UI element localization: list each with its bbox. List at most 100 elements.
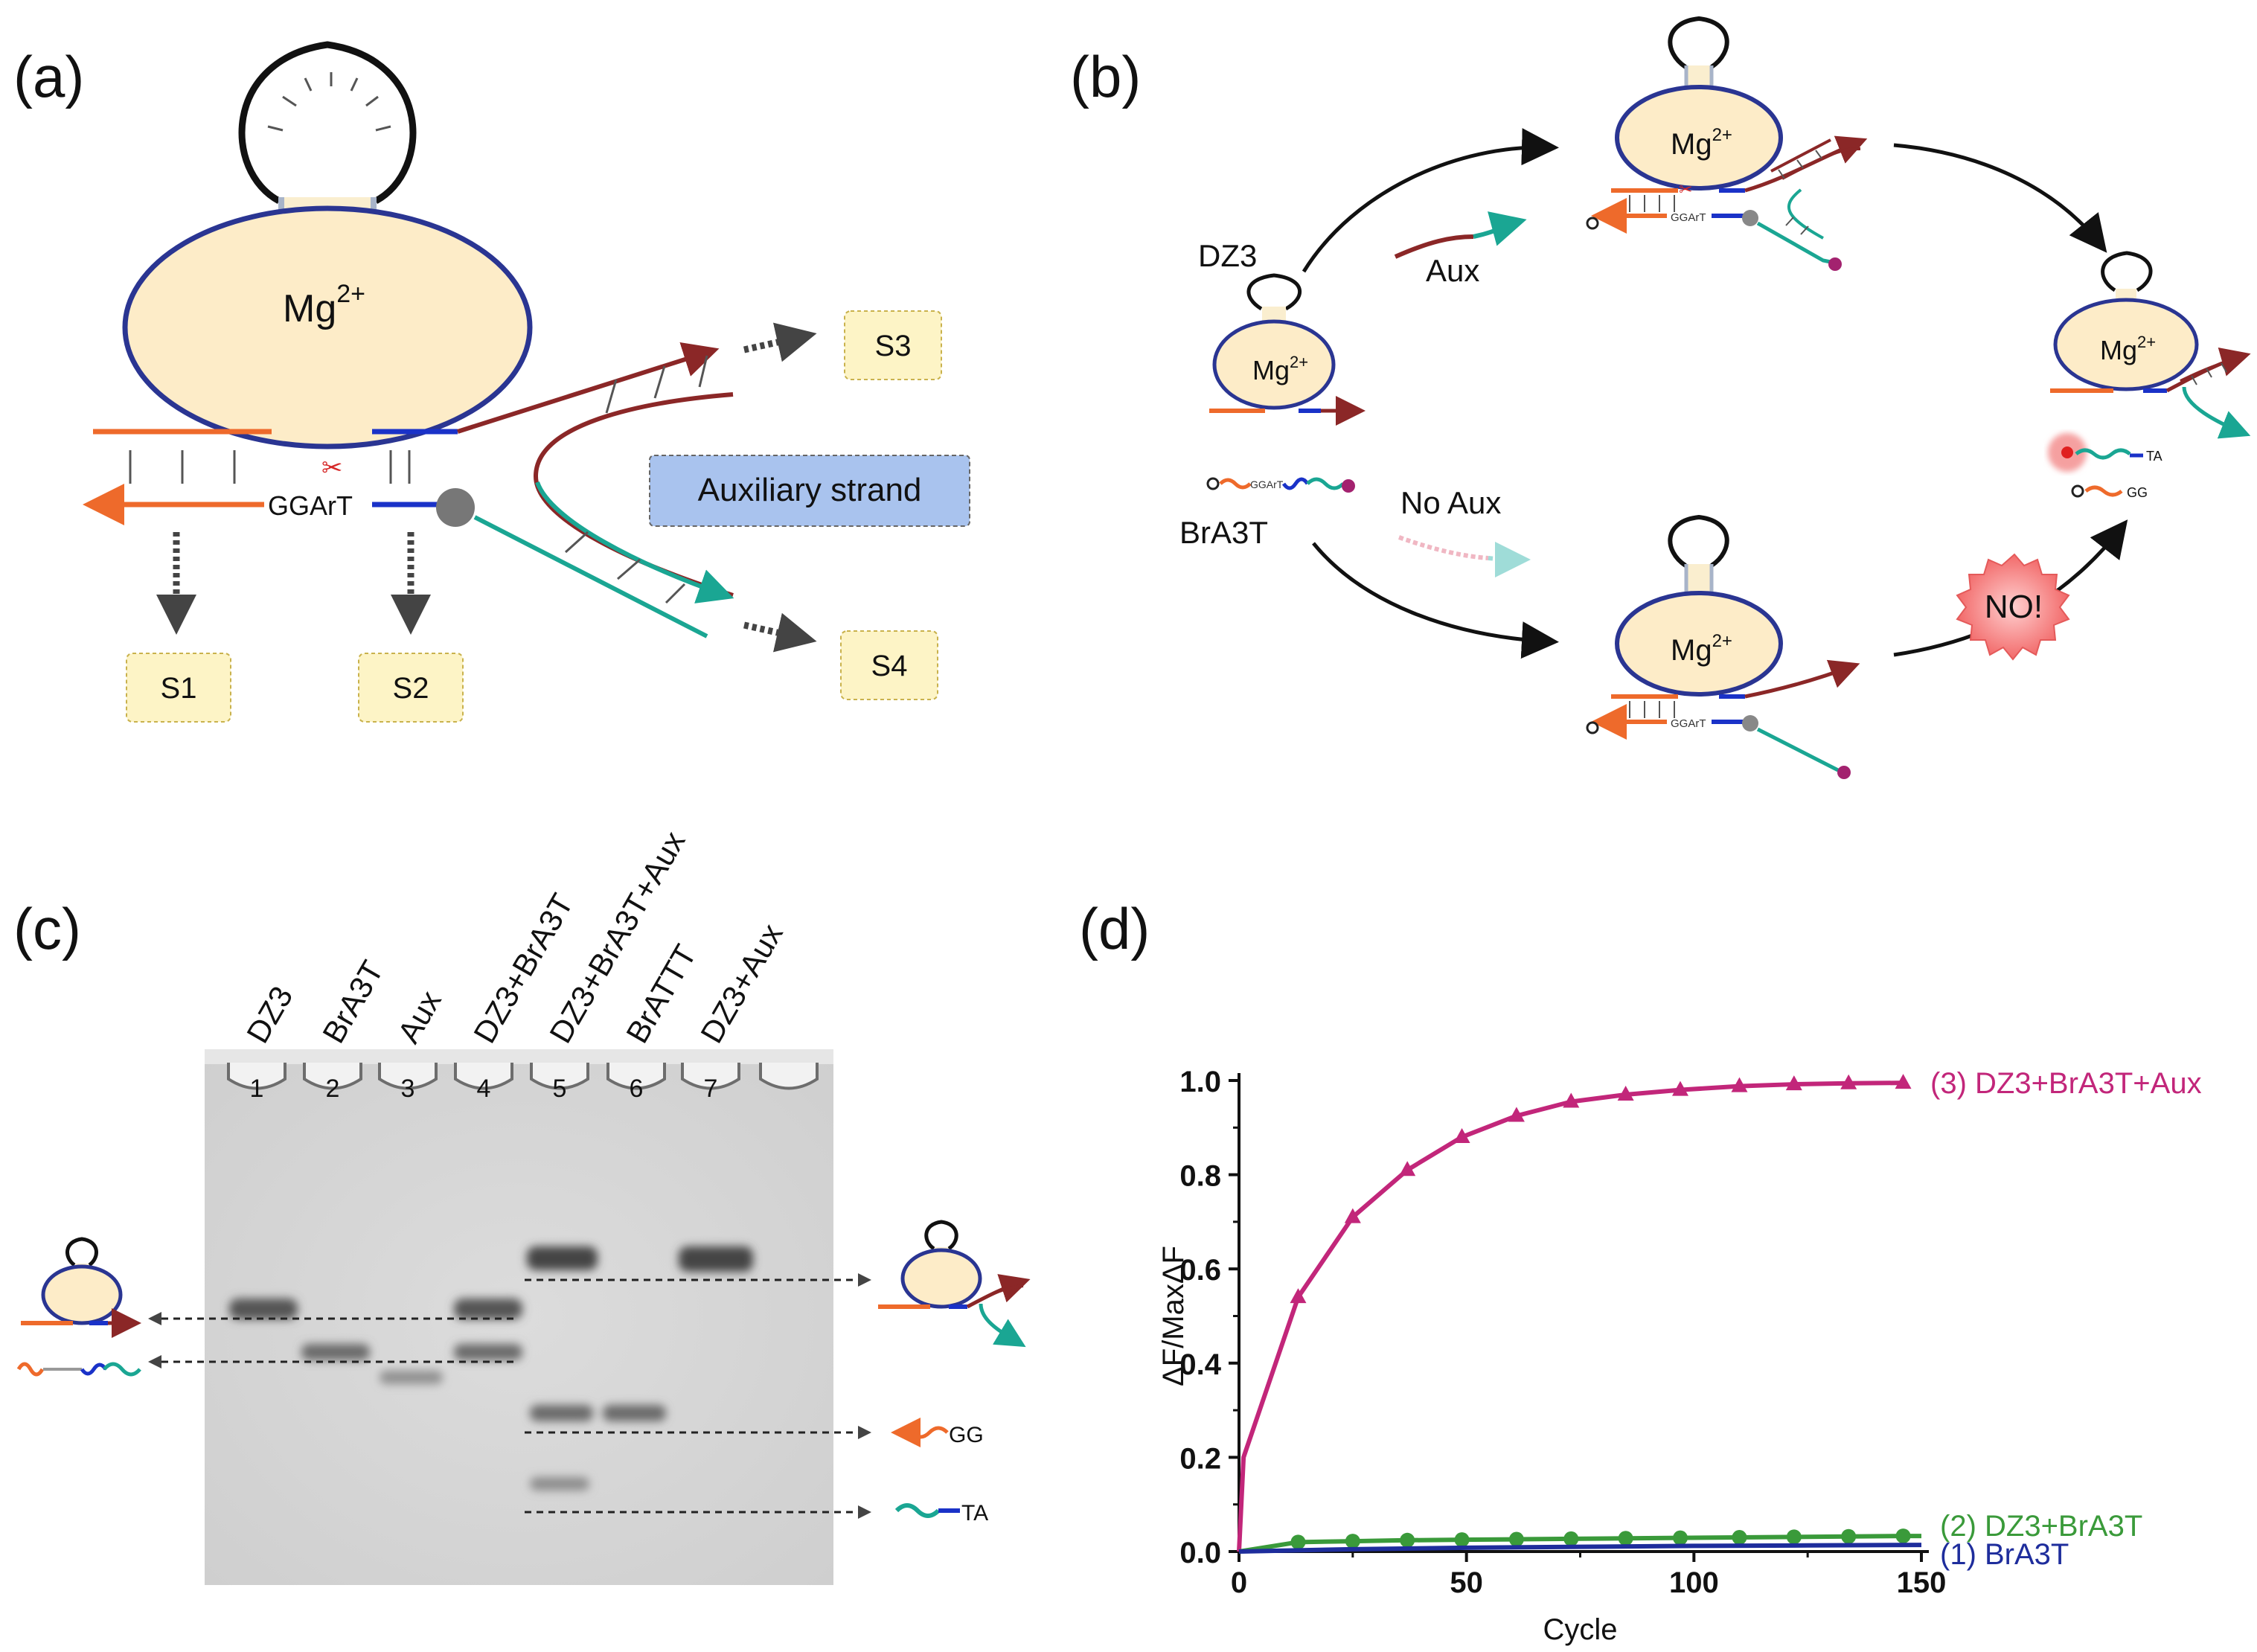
lane-label: DZ3+BrA3T+Aux (542, 825, 692, 1048)
panel-a-label: (a) (13, 44, 84, 109)
substrate-junction (436, 488, 475, 527)
bra3t-substrate: GGArT (1206, 477, 1355, 493)
lane-label: BrA3T (316, 955, 390, 1049)
data-point (1732, 1530, 1747, 1546)
aux-label-b: Aux (1426, 253, 1479, 288)
data-point (1672, 1530, 1688, 1546)
panel-a: (a) Mg2+ GGArT ✂ (13, 41, 970, 723)
data-point (1731, 1077, 1748, 1092)
data-point (1290, 1534, 1306, 1550)
gel-wells (227, 1063, 819, 1090)
x-tick-label: 100 (1669, 1566, 1719, 1599)
no-aux-complex: Mg2+ GGArT (1586, 514, 1860, 779)
gel-well (606, 1063, 666, 1090)
svg-text:GGArT: GGArT (1671, 717, 1706, 730)
panel-b: (b) Mg2+ DZ3 GGArT BrA3T (1070, 16, 2251, 779)
data-point (1345, 1534, 1360, 1549)
lane-label: Aux (391, 985, 448, 1048)
s1-label: S1 (161, 672, 197, 705)
svg-text:GGArT: GGArT (1671, 211, 1706, 224)
s2-label: S2 (393, 672, 429, 705)
data-point (1344, 1208, 1361, 1223)
gel-well (530, 1063, 589, 1090)
svg-text:✂: ✂ (1679, 180, 1692, 199)
band-indicators (148, 1273, 871, 1519)
gel-gg-fragment-icon: GG (891, 1418, 984, 1447)
data-point (1508, 1531, 1524, 1547)
y-tick-label: 0.0 (1179, 1537, 1221, 1569)
gel-well (378, 1063, 438, 1090)
auxiliary-strand-box (649, 455, 970, 527)
arrow-to-noaux-state (1312, 542, 1559, 659)
svg-text:Mg2+: Mg2+ (1252, 353, 1308, 385)
series-label: (3) DZ3+BrA3T+Aux (1930, 1067, 2202, 1100)
svg-text:Mg2+: Mg2+ (1671, 631, 1732, 667)
y-tick-label: 0.8 (1179, 1160, 1221, 1193)
lane-number: 4 (477, 1075, 491, 1103)
s3-box (844, 310, 942, 380)
s3-label: S3 (875, 330, 912, 362)
x-tick-label: 0 (1231, 1566, 1247, 1599)
y-axis-label: ΔF/MaxΔF (1157, 1246, 1190, 1386)
gel-well (303, 1063, 362, 1090)
y-tick-label: 0.2 (1179, 1442, 1221, 1475)
aux-bound-complex: Mg2+ GGArT ✂ (1586, 16, 1868, 271)
gel-complex-icon (878, 1220, 1031, 1348)
panel-d-label: (d) (1079, 896, 1150, 961)
panel-b-label: (b) (1070, 44, 1141, 109)
lane-label: DZ3 (240, 980, 299, 1048)
series-label: (2) DZ3+BrA3T (1940, 1510, 2142, 1543)
aux-teal-strand (535, 481, 734, 604)
series-line (1238, 1534, 1921, 1554)
series-line (1237, 1080, 1904, 1552)
dz3-label: DZ3 (1198, 238, 1257, 273)
data-point (1399, 1161, 1416, 1176)
gel-dz3-icon (21, 1237, 141, 1338)
ticks-a-left (129, 450, 411, 484)
data-point (1841, 1528, 1857, 1544)
cleaved-fluor-fragment: TA (2048, 433, 2162, 472)
s4-box (840, 630, 938, 700)
svg-text:TA: TA (961, 1501, 988, 1525)
series-label: (1) BrA3T (1940, 1538, 2069, 1571)
gel-well (681, 1063, 740, 1090)
noaux-label: No Aux (1400, 485, 1501, 520)
arrow-to-aux-state (1302, 128, 1559, 273)
data-point (1290, 1288, 1307, 1304)
no-label: NO! (1985, 589, 2043, 625)
y-tick-label: 1.0 (1179, 1066, 1221, 1098)
teal-substrate-arm (473, 515, 708, 638)
lane-number: 7 (704, 1075, 718, 1103)
hairpin-loop (238, 41, 417, 204)
gel-well (454, 1063, 513, 1090)
gel-well (227, 1063, 286, 1090)
lane-number: 6 (630, 1075, 644, 1103)
auxiliary-strand-label: Auxiliary strand (698, 472, 922, 508)
product-complex: Mg2+ (2050, 251, 2251, 439)
svg-text:GG: GG (949, 1423, 984, 1447)
data-point (1786, 1529, 1802, 1545)
data-point (1508, 1107, 1525, 1122)
data-point (1454, 1532, 1470, 1548)
lane-number: 5 (553, 1075, 567, 1103)
ticks-y (564, 355, 708, 604)
gel-well (759, 1063, 819, 1090)
data-point (1453, 1127, 1470, 1143)
data-point (1617, 1085, 1634, 1101)
s1-box (126, 653, 231, 723)
mg-label: Mg2+ (283, 280, 365, 330)
data-point (1840, 1074, 1857, 1089)
data-point (1563, 1092, 1580, 1108)
arrow-to-product (1893, 143, 2107, 253)
s4-label: S4 (871, 650, 908, 682)
gel-substrate-icon (16, 1362, 141, 1377)
data-point (1563, 1531, 1579, 1546)
aux-red-strand (457, 342, 720, 434)
bra3t-label: BrA3T (1179, 515, 1268, 550)
cleavage-site-label: GGArT (268, 490, 353, 521)
mg-catalytic-core (122, 205, 533, 449)
